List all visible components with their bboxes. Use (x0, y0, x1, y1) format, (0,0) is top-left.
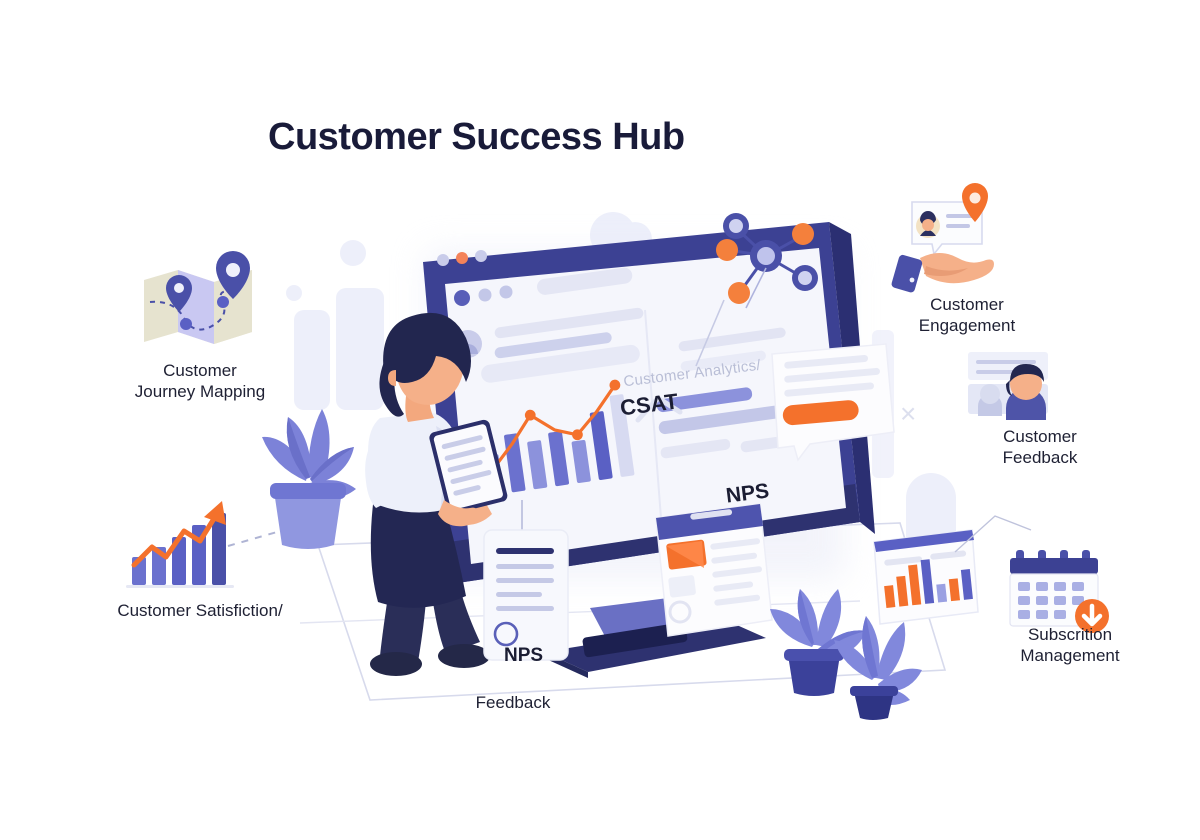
window-dot-grey[interactable] (437, 254, 449, 266)
feature-label: Customer Feedback (1002, 427, 1078, 467)
hand-chat-card-icon (891, 183, 994, 293)
feature-label: Feedback (475, 693, 551, 712)
person-illustration (365, 312, 508, 676)
map-route-icon (144, 251, 252, 344)
plant-right-large (770, 589, 866, 696)
ghost-bar (336, 288, 384, 410)
feedback-card-icon (483, 500, 569, 661)
connector-line (695, 299, 725, 367)
connector-line (954, 515, 1032, 553)
bar-chart-growth-icon (126, 501, 234, 588)
feature-label: Subscrition Management (1020, 625, 1120, 665)
x-mark-decor: × (900, 398, 917, 429)
ghost-bar (294, 310, 330, 410)
feature-label: Customer Engagement (918, 295, 1016, 335)
ghost-circle (286, 285, 302, 301)
speech-bubble-card[interactable] (762, 340, 902, 470)
plant-left (262, 409, 356, 549)
detail-card[interactable] (648, 500, 778, 640)
feature-label: Customer Journey Mapping (134, 361, 266, 401)
plant-right-small (834, 616, 922, 720)
page-title: Customer Success Hub (268, 116, 685, 158)
window-dot-grey[interactable] (475, 250, 487, 262)
side-bar-chart-card[interactable] (866, 524, 986, 630)
window-dot-orange[interactable] (456, 252, 468, 264)
feedback-card-badge: NPS (504, 645, 544, 666)
people-avatars-icon (968, 352, 1048, 420)
feature-label: Customer Satisfiction/ (117, 601, 283, 620)
ghost-circle (340, 240, 366, 266)
network-nodes-icon (716, 213, 818, 309)
calendar-download-icon (1009, 550, 1109, 633)
connector-dashed (227, 529, 285, 547)
